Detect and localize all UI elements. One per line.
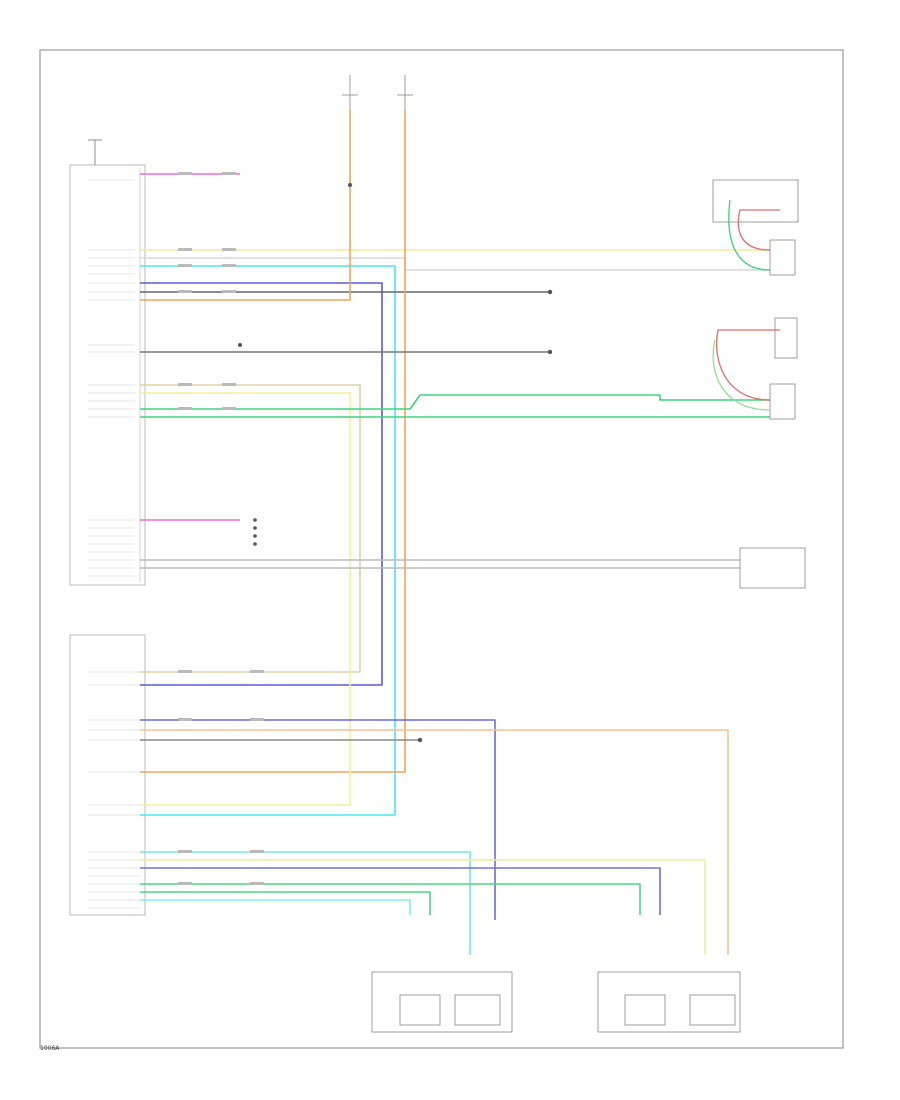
wire-label-marks <box>178 172 264 885</box>
wire-orange-2 <box>140 110 406 773</box>
wire-orange <box>140 110 351 301</box>
ground-icon <box>88 139 102 165</box>
rear-right-speakers <box>597 971 741 1033</box>
front-right-speaker <box>712 317 798 420</box>
wire-cyan-3 <box>140 899 411 915</box>
wire-yellow <box>140 392 351 806</box>
diagram-frame <box>39 49 844 1049</box>
radio-pin-labels <box>88 179 135 577</box>
wire-blue-2 <box>140 719 496 920</box>
rear-left-speakers <box>371 971 513 1033</box>
wire-blue <box>140 282 383 686</box>
wire-yellow-2 <box>140 859 706 955</box>
front-left-speaker <box>712 179 799 276</box>
wire-tan-1 <box>140 384 361 673</box>
wire-cyan <box>140 265 396 816</box>
amp-pin-labels <box>88 671 140 909</box>
wire-green-3 <box>140 883 641 915</box>
wire-green-1 <box>140 394 770 410</box>
wires <box>140 110 770 955</box>
amplifier-connector-box <box>69 634 146 916</box>
wire-blue-3 <box>140 867 661 915</box>
figure-id: 1006A <box>40 1045 60 1052</box>
wire-green-4 <box>140 891 431 915</box>
splice-dot-icon <box>238 183 553 743</box>
fuse-feeds <box>342 75 413 110</box>
wire-peach <box>140 729 729 955</box>
steering-control-module <box>739 547 806 589</box>
radio-connector-box <box>69 164 146 586</box>
